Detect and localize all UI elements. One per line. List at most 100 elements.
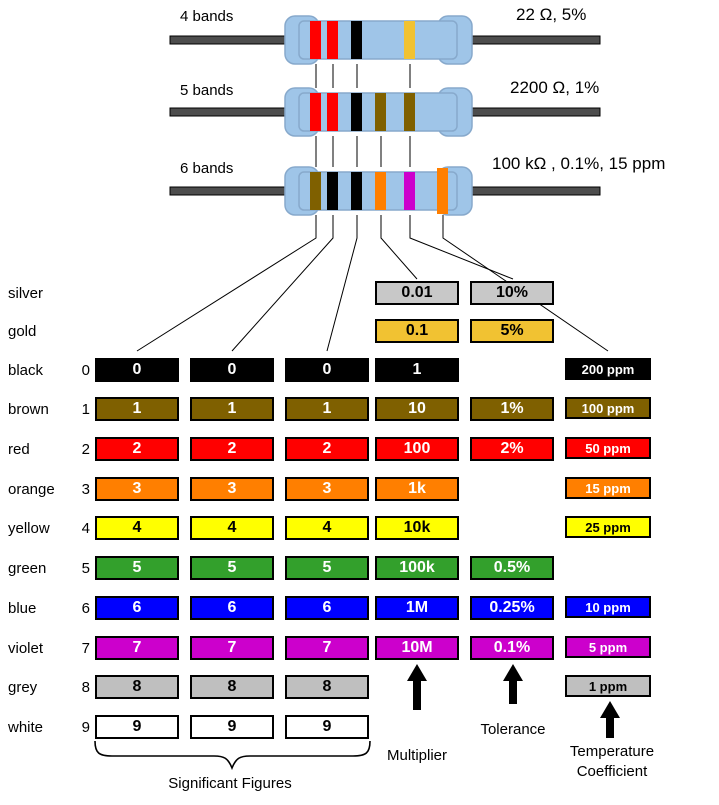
tolerance-cell-blue: 0.25% bbox=[470, 596, 554, 620]
color-name: white bbox=[8, 718, 44, 736]
fig-cell-black: 0 bbox=[95, 358, 179, 382]
band-red-icon bbox=[327, 21, 338, 59]
row-label-white: white 9 bbox=[8, 715, 98, 739]
resistor-6band-value: 100 kΩ , 0.1%, 15 ppm bbox=[492, 154, 666, 173]
significant-figures-brace bbox=[94, 740, 371, 771]
multiplier-arrow-icon bbox=[407, 664, 427, 710]
tolerance-cell-violet: 0.1% bbox=[470, 636, 554, 660]
multiplier-cell-green: 100k bbox=[375, 556, 459, 580]
tolerance-cell-silver: 10% bbox=[470, 281, 554, 305]
fig-cell-yellow: 4 bbox=[190, 516, 274, 540]
tempco-cell-brown: 100 ppm bbox=[565, 397, 651, 419]
fig-cell-blue: 6 bbox=[190, 596, 274, 620]
tempco-cell-grey: 1 ppm bbox=[565, 675, 651, 697]
band-black-icon bbox=[351, 21, 362, 59]
band-brown-icon bbox=[310, 172, 321, 210]
band-orange-icon bbox=[375, 172, 386, 210]
tolerance-label: Tolerance bbox=[480, 721, 546, 738]
color-digit: 1 bbox=[81, 400, 90, 418]
row-label-gold: gold bbox=[8, 319, 98, 343]
band-violet-icon bbox=[404, 172, 415, 210]
color-digit: 2 bbox=[81, 440, 90, 458]
multiplier-cell-violet: 10M bbox=[375, 636, 459, 660]
fig-cell-grey: 8 bbox=[190, 675, 274, 699]
row-label-silver: silver bbox=[8, 281, 98, 305]
row-label-brown: brown 1 bbox=[8, 397, 98, 421]
fig-cell-black: 0 bbox=[190, 358, 274, 382]
fig-cell-brown: 1 bbox=[285, 397, 369, 421]
color-digit: 9 bbox=[81, 718, 90, 736]
multiplier-cell-red: 100 bbox=[375, 437, 459, 461]
color-digit: 8 bbox=[81, 678, 90, 696]
connector-lines bbox=[136, 64, 609, 352]
color-name: silver bbox=[8, 284, 44, 302]
band-red-icon bbox=[310, 93, 321, 131]
resistor-5band-label: 5 bands bbox=[180, 82, 234, 99]
color-name: green bbox=[8, 559, 47, 577]
color-name: yellow bbox=[8, 519, 50, 537]
fig-cell-white: 9 bbox=[285, 715, 369, 739]
row-label-grey: grey 8 bbox=[8, 675, 98, 699]
fig-cell-blue: 6 bbox=[285, 596, 369, 620]
multiplier-cell-black: 1 bbox=[375, 358, 459, 382]
fig-cell-red: 2 bbox=[285, 437, 369, 461]
multiplier-cell-blue: 1M bbox=[375, 596, 459, 620]
band-red-icon bbox=[310, 21, 321, 59]
multiplier-label: Multiplier bbox=[386, 747, 447, 764]
significant-figures-label: Significant Figures bbox=[168, 775, 292, 792]
row-label-blue: blue 6 bbox=[8, 596, 98, 620]
color-name: blue bbox=[8, 599, 37, 617]
fig-cell-blue: 6 bbox=[95, 596, 179, 620]
color-digit: 4 bbox=[81, 519, 90, 537]
band-orange-icon bbox=[437, 168, 448, 214]
band-black-icon bbox=[351, 93, 362, 131]
fig-cell-green: 5 bbox=[285, 556, 369, 580]
fig-cell-green: 5 bbox=[190, 556, 274, 580]
color-name: grey bbox=[8, 678, 38, 696]
row-label-violet: violet 7 bbox=[8, 636, 98, 660]
multiplier-cell-brown: 10 bbox=[375, 397, 459, 421]
color-digit: 7 bbox=[81, 639, 90, 657]
tolerance-cell-brown: 1% bbox=[470, 397, 554, 421]
fig-cell-orange: 3 bbox=[95, 477, 179, 501]
resistor-4band-label: 4 bands bbox=[180, 8, 234, 25]
multiplier-cell-silver: 0.01 bbox=[375, 281, 459, 305]
band-black-icon bbox=[327, 172, 338, 210]
color-digit: 3 bbox=[81, 480, 90, 498]
band-gold-icon bbox=[404, 21, 415, 59]
multiplier-cell-gold: 0.1 bbox=[375, 319, 459, 343]
tolerance-cell-green: 0.5% bbox=[470, 556, 554, 580]
tempco-cell-red: 50 ppm bbox=[565, 437, 651, 459]
band-brown-icon bbox=[404, 93, 415, 131]
color-name: gold bbox=[8, 322, 37, 340]
fig-cell-black: 0 bbox=[285, 358, 369, 382]
fig-cell-brown: 1 bbox=[95, 397, 179, 421]
resistor-5band-value: 2200 Ω, 1% bbox=[510, 78, 600, 97]
color-name: brown bbox=[8, 400, 49, 418]
color-digit: 6 bbox=[81, 599, 90, 617]
color-name: violet bbox=[8, 639, 44, 657]
tempco-cell-orange: 15 ppm bbox=[565, 477, 651, 499]
band-red-icon bbox=[327, 93, 338, 131]
fig-cell-red: 2 bbox=[95, 437, 179, 461]
fig-cell-violet: 7 bbox=[285, 636, 369, 660]
fig-cell-violet: 7 bbox=[95, 636, 179, 660]
fig-cell-yellow: 4 bbox=[285, 516, 369, 540]
color-name: black bbox=[8, 361, 44, 379]
temperature-coefficient-label: Temperature Coefficient bbox=[569, 743, 655, 780]
fig-cell-brown: 1 bbox=[190, 397, 274, 421]
fig-cell-red: 2 bbox=[190, 437, 274, 461]
fig-cell-yellow: 4 bbox=[95, 516, 179, 540]
multiplier-cell-yellow: 10k bbox=[375, 516, 459, 540]
fig-cell-violet: 7 bbox=[190, 636, 274, 660]
fig-cell-grey: 8 bbox=[95, 675, 179, 699]
row-label-yellow: yellow 4 bbox=[8, 516, 98, 540]
resistor-4-bands bbox=[169, 15, 601, 65]
tempco-cell-black: 200 ppm bbox=[565, 358, 651, 380]
fig-cell-white: 9 bbox=[95, 715, 179, 739]
